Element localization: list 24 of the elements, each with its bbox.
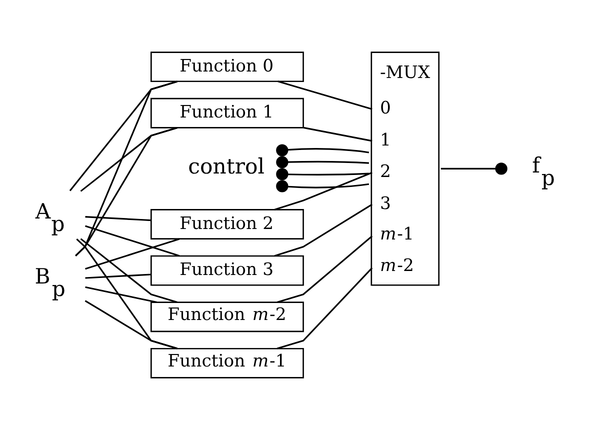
connector xyxy=(276,156,369,168)
connector xyxy=(276,168,369,180)
node-box: Function 3 xyxy=(150,255,304,286)
connector xyxy=(276,180,370,192)
connector xyxy=(84,300,178,350)
node-box: Function m-1 xyxy=(150,348,304,378)
node-box: Function 0 xyxy=(150,52,304,82)
connector xyxy=(75,80,178,256)
connector xyxy=(76,238,178,350)
connector xyxy=(85,238,180,270)
node-box: Function m-2 xyxy=(150,302,304,332)
connector xyxy=(85,274,152,279)
connector xyxy=(85,225,180,257)
connector xyxy=(85,216,152,222)
connector xyxy=(75,127,178,256)
connector xyxy=(276,144,370,156)
node-text: control xyxy=(188,154,265,179)
node-box: Function 2 xyxy=(150,209,304,240)
connector xyxy=(440,162,508,175)
connector xyxy=(85,286,158,304)
node-box: -MUX 0 1 2 3 m-1 m-2 xyxy=(370,52,440,286)
connector xyxy=(304,126,372,142)
node-box: Function 1 xyxy=(150,98,304,128)
connector xyxy=(80,238,178,303)
